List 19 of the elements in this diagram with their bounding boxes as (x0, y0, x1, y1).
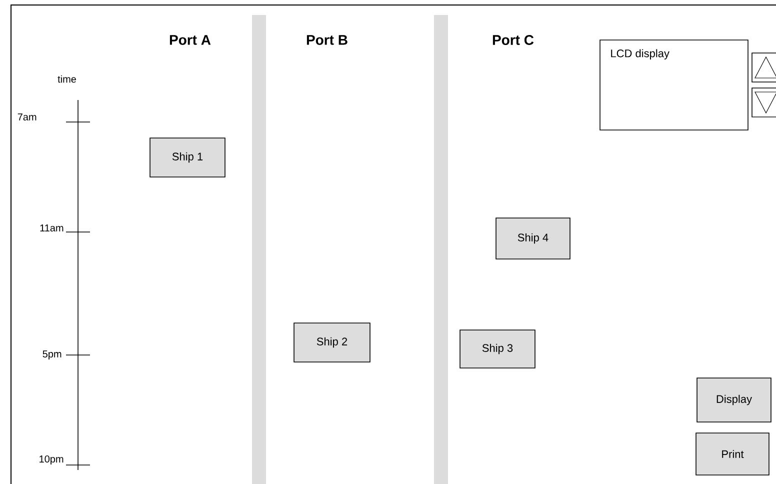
ship-box: Ship 2 (294, 322, 370, 362)
tick-label: 7am (18, 114, 36, 120)
ship-box: Ship 1 (150, 138, 226, 178)
separator-band (252, 15, 266, 484)
ship-box: Ship 4 (496, 218, 570, 260)
up-arrow-button (752, 52, 776, 82)
separator-band (434, 15, 448, 484)
down-arrow-button (752, 88, 776, 118)
heading: Port C (492, 35, 534, 45)
button: Print (696, 432, 770, 476)
ship-box: Ship 3 (460, 330, 536, 368)
tick-label: 11am (40, 224, 64, 232)
tick-label: 10pm (40, 455, 64, 465)
lcd-display: LCD display (600, 40, 748, 130)
button: Display (696, 378, 772, 422)
heading: Port B (306, 35, 348, 45)
axis-title: time (58, 75, 76, 83)
heading: Port A (170, 35, 211, 45)
tick-label: 5pm (42, 350, 62, 360)
